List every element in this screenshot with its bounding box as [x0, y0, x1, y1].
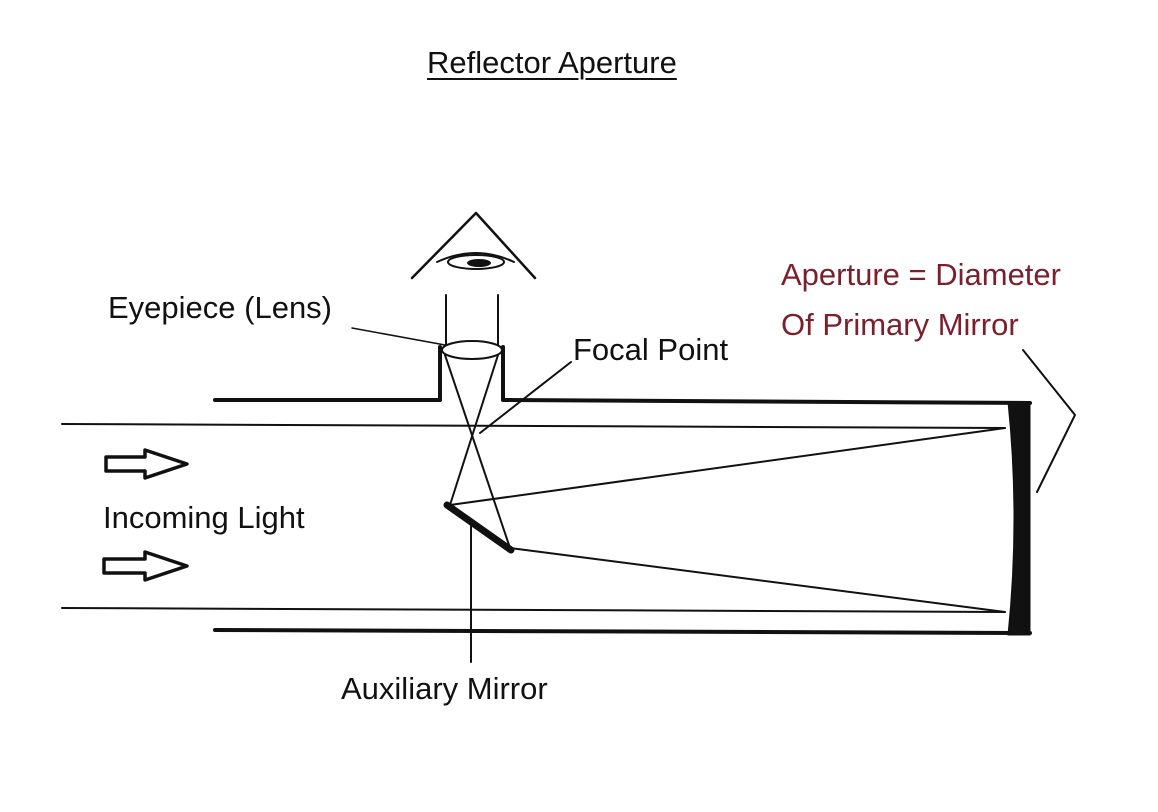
aperture-label-line2: Of Primary Mirror — [781, 307, 1019, 342]
focal-point-label: Focal Point — [573, 332, 729, 367]
focal-point-pointer — [479, 361, 572, 434]
incoming-light-arrow-top — [104, 448, 189, 480]
eyepiece-lens — [441, 340, 503, 360]
incoming-light-label: Incoming Light — [103, 500, 305, 535]
incoming-ray-bottom — [61, 607, 1006, 613]
auxiliary-mirror-label: Auxiliary Mirror — [341, 671, 548, 706]
reflected-ray-bottom — [509, 547, 1006, 613]
diagram-title: Reflector Aperture — [427, 45, 677, 80]
aperture-label-line1: Aperture = Diameter — [781, 257, 1061, 292]
aperture-bracket — [1022, 349, 1076, 493]
auxiliary-mirror — [443, 501, 515, 554]
eyepiece-label: Eyepiece (Lens) — [108, 290, 333, 325]
primary-mirror — [1007, 401, 1031, 636]
tube-top-wall-right — [501, 345, 1032, 405]
tube-top-wall-left — [213, 345, 442, 402]
converging-ray-1 — [449, 354, 499, 506]
incoming-light-arrow-bottom — [102, 550, 189, 582]
converging-ray-2 — [444, 354, 511, 549]
incoming-ray-top — [61, 423, 1006, 429]
eyepiece-pointer — [351, 327, 446, 346]
reflected-ray-top — [449, 427, 1006, 506]
eye-icon — [410, 211, 537, 280]
tube-bottom-wall — [213, 628, 1032, 635]
